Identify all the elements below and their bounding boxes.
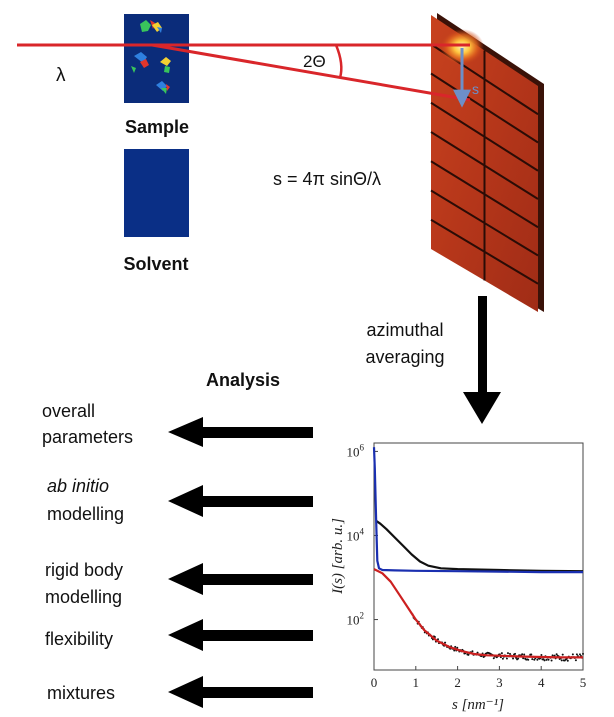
scatter-point bbox=[492, 657, 495, 660]
x-tick-label: 0 bbox=[371, 675, 378, 690]
scatter-point bbox=[467, 653, 470, 656]
sample-label: Sample bbox=[125, 117, 189, 137]
flexibility-label: flexibility bbox=[45, 629, 113, 649]
scatter-point bbox=[454, 645, 457, 648]
scattering-angle-arc bbox=[334, 44, 343, 79]
ab-initio-label: ab initio bbox=[47, 476, 109, 496]
scatter-point bbox=[540, 654, 543, 657]
ab-initio-modelling-label: modelling bbox=[47, 504, 124, 524]
scatter-point bbox=[456, 646, 459, 649]
x-tick-label: 5 bbox=[580, 675, 587, 690]
scatter-point bbox=[545, 658, 548, 661]
rigid-body-label: rigid body bbox=[45, 560, 123, 580]
series-line bbox=[375, 519, 584, 573]
detector-panel bbox=[430, 13, 544, 312]
x-tick-label: 3 bbox=[496, 675, 503, 690]
arrow-left-icon bbox=[168, 676, 313, 708]
scatter-point bbox=[566, 659, 569, 662]
scatter-point bbox=[514, 652, 517, 655]
chart-ticks: 0 1 2 3 4 5 106 104 102 bbox=[347, 442, 587, 690]
scatter-point bbox=[501, 657, 504, 660]
scatter-point bbox=[521, 653, 524, 656]
arrow-left-icon bbox=[168, 485, 313, 517]
scatter-point bbox=[531, 658, 534, 661]
x-tick-label: 1 bbox=[413, 675, 420, 690]
scatter-point bbox=[527, 658, 530, 661]
scatter-point bbox=[436, 638, 439, 641]
arrow-left-icon bbox=[168, 619, 313, 651]
series-line bbox=[372, 447, 583, 574]
scatter-point bbox=[512, 657, 515, 660]
y-tick-label: 106 bbox=[347, 442, 365, 459]
averaging-label: averaging bbox=[365, 347, 444, 367]
scatter-point bbox=[471, 650, 474, 653]
scatter-point bbox=[578, 653, 581, 656]
x-tick-label: 2 bbox=[454, 675, 461, 690]
y-tick-label: 104 bbox=[347, 526, 365, 543]
scatter-point bbox=[561, 653, 564, 656]
scatter-point bbox=[517, 657, 520, 660]
chart-plot-area bbox=[373, 442, 584, 671]
angle-label: 2Θ bbox=[303, 52, 326, 71]
scatter-point bbox=[506, 652, 509, 655]
rigid-body-modelling-label: modelling bbox=[45, 587, 122, 607]
scatter-point bbox=[575, 653, 578, 656]
scattering-chart: 0 1 2 3 4 5 106 104 102 s [nm⁻¹] I(s) [arb. u.] bbox=[330, 442, 586, 713]
scatter-point bbox=[453, 649, 456, 652]
scatter-point bbox=[500, 652, 503, 655]
chart-x-axis-label: s [nm⁻¹] bbox=[452, 697, 504, 713]
scatter-point bbox=[533, 658, 536, 661]
parameters-label: parameters bbox=[42, 427, 133, 447]
scatter-point bbox=[560, 659, 563, 662]
scatter-point bbox=[530, 653, 533, 656]
y-tick-label: 102 bbox=[347, 611, 365, 628]
scatter-point bbox=[523, 653, 526, 656]
scatter-point bbox=[550, 659, 553, 662]
scatter-point bbox=[536, 658, 539, 661]
x-tick-label: 4 bbox=[538, 675, 545, 690]
overall-label: overall bbox=[42, 401, 95, 421]
analysis-item-mixtures: mixtures bbox=[47, 676, 313, 708]
scatter-point bbox=[505, 657, 508, 660]
formula-label: s = 4π sinΘ/λ bbox=[273, 169, 381, 189]
scattered-beam bbox=[151, 43, 471, 102]
analysis-heading: Analysis bbox=[206, 370, 280, 390]
scatter-point bbox=[543, 659, 546, 662]
analysis-item-flexibility: flexibility bbox=[45, 619, 313, 651]
scatter-point bbox=[551, 654, 554, 657]
analysis-item-rigid-body: rigid body modelling bbox=[45, 560, 313, 607]
analysis-item-overall-parameters: overall parameters bbox=[42, 401, 313, 447]
scatter-point bbox=[508, 652, 511, 655]
protein-molecules-icon bbox=[131, 20, 171, 94]
s-label: s bbox=[472, 81, 479, 97]
arrow-left-icon bbox=[168, 417, 313, 447]
arrow-left-icon bbox=[168, 563, 313, 595]
scatter-point bbox=[571, 653, 574, 656]
mixtures-label: mixtures bbox=[47, 683, 115, 703]
scatter-point bbox=[547, 658, 550, 661]
scatter-point bbox=[522, 657, 525, 660]
analysis-item-ab-initio: ab initio modelling bbox=[47, 476, 313, 524]
azimuthal-label: azimuthal bbox=[366, 320, 443, 340]
chart-y-axis-label: I(s) [arb. u.] bbox=[330, 518, 346, 595]
solvent-label: Solvent bbox=[123, 254, 188, 274]
wavelength-label: λ bbox=[56, 65, 66, 86]
scatter-point bbox=[555, 653, 558, 656]
averaging-arrow bbox=[463, 296, 501, 424]
scatter-point bbox=[476, 651, 479, 654]
scatter-point bbox=[574, 659, 577, 662]
solvent-cell bbox=[124, 149, 189, 237]
scatter-point bbox=[444, 641, 447, 644]
series-line bbox=[373, 568, 583, 659]
scatter-point bbox=[582, 652, 584, 655]
chart-series-lines bbox=[372, 447, 584, 659]
scatter-point bbox=[553, 654, 556, 657]
